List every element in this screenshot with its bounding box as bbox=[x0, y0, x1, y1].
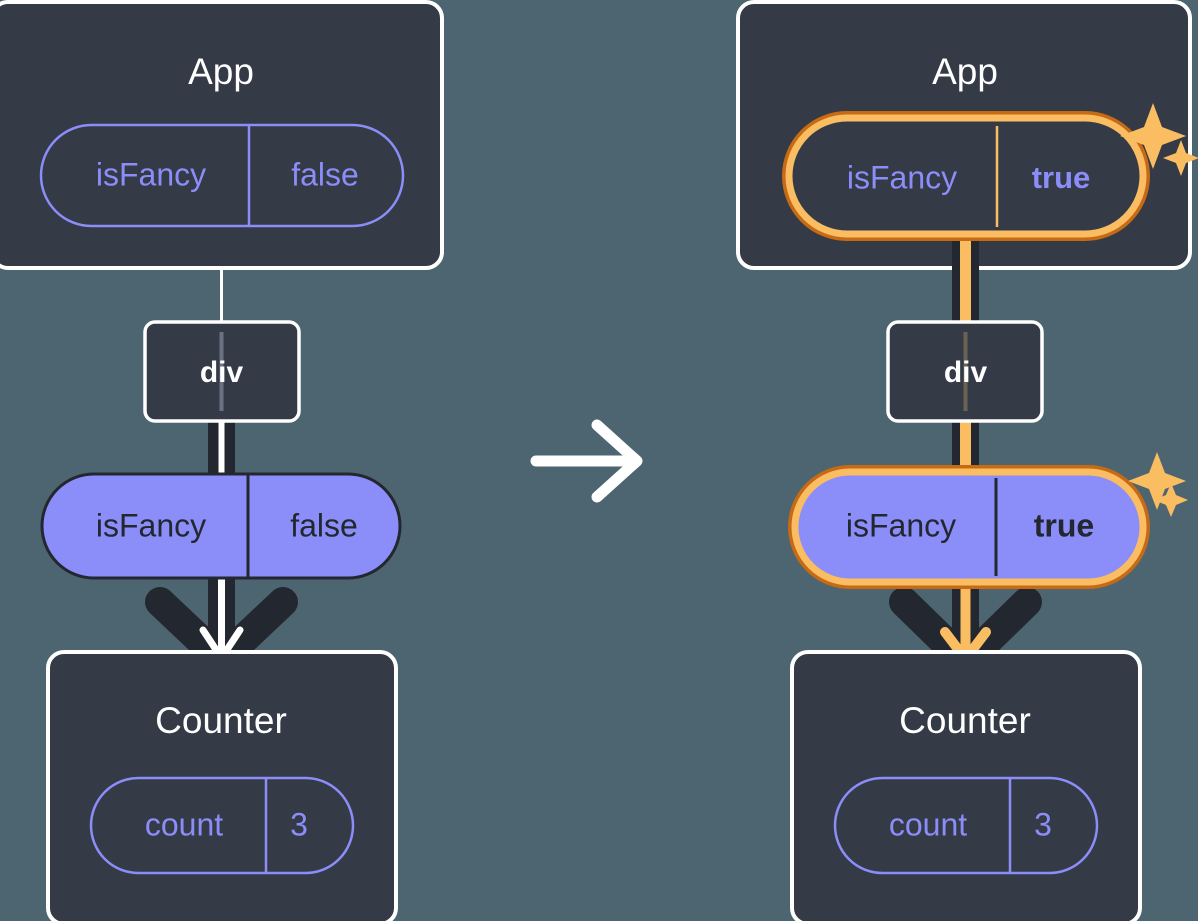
counter-state-pill-left: count 3 bbox=[89, 776, 355, 875]
prop-pill-right: isFancy true bbox=[788, 465, 1150, 589]
prop-pill-name: isFancy bbox=[96, 507, 206, 543]
counter-pill-outline bbox=[89, 776, 355, 875]
prop-pill-left: isFancy false bbox=[40, 472, 402, 580]
state-pill-name: isFancy bbox=[96, 156, 206, 192]
connector-div-to-pill bbox=[208, 418, 235, 480]
counter-pill-outline bbox=[833, 776, 1099, 875]
prop-pill-value: false bbox=[290, 507, 358, 543]
counter-pill-value: 3 bbox=[1034, 806, 1052, 842]
state-pill-value: true bbox=[1032, 160, 1091, 195]
counter-box-rect bbox=[46, 650, 398, 921]
connector-app-to-div-right bbox=[952, 226, 979, 326]
app-box-rect bbox=[0, 0, 444, 270]
div-label: div bbox=[200, 356, 244, 389]
sparkle-large bbox=[1128, 452, 1186, 510]
counter-pill-name: count bbox=[889, 806, 967, 842]
counter-pill-value: 3 bbox=[290, 806, 308, 842]
app-title: App bbox=[932, 51, 998, 92]
prop-pill-rect bbox=[40, 472, 402, 580]
div-box-left: div bbox=[143, 320, 301, 423]
state-pill-name: isFancy bbox=[847, 159, 957, 195]
div-label: div bbox=[944, 356, 988, 389]
sparkle-small bbox=[1163, 140, 1198, 176]
arrow-right-icon-head bbox=[591, 419, 643, 503]
panel-before: App isFancy false div bbox=[0, 0, 444, 921]
connector-orange-stripe bbox=[960, 226, 971, 326]
connector-white-stripe bbox=[218, 418, 225, 480]
sparkle-app-state-icon bbox=[1120, 103, 1198, 176]
app-state-pill-left: isFancy false bbox=[39, 123, 405, 228]
state-pill-ring-inner bbox=[785, 114, 1147, 238]
counter-box-rect bbox=[790, 650, 1142, 921]
panel-after: App isFancy true bbox=[736, 0, 1198, 921]
counter-title: Counter bbox=[899, 700, 1031, 741]
prop-pill-value: true bbox=[1034, 507, 1094, 543]
counter-title: Counter bbox=[155, 700, 287, 741]
sparkle-small bbox=[1154, 483, 1188, 517]
state-pill-outline bbox=[39, 123, 405, 228]
state-pill-value: false bbox=[291, 156, 359, 192]
arrow-pill-to-counter-left bbox=[145, 570, 298, 675]
div-box-right: div bbox=[886, 320, 1044, 423]
prop-pill-ring-inner bbox=[791, 468, 1147, 586]
connector-orange-stripe bbox=[960, 418, 971, 480]
app-box-left: App bbox=[0, 0, 444, 270]
counter-box-right: Counter bbox=[790, 650, 1142, 921]
counter-box-left: Counter bbox=[46, 650, 398, 921]
app-title: App bbox=[188, 51, 254, 92]
counter-pill-name: count bbox=[145, 806, 223, 842]
counter-state-pill-right: count 3 bbox=[833, 776, 1099, 875]
transition-arrow bbox=[530, 419, 643, 503]
app-state-pill-right: isFancy true bbox=[782, 111, 1150, 241]
sparkle-prop-pill-icon bbox=[1128, 452, 1188, 517]
sparkle-large bbox=[1120, 103, 1186, 169]
prop-pill-name: isFancy bbox=[846, 507, 956, 543]
